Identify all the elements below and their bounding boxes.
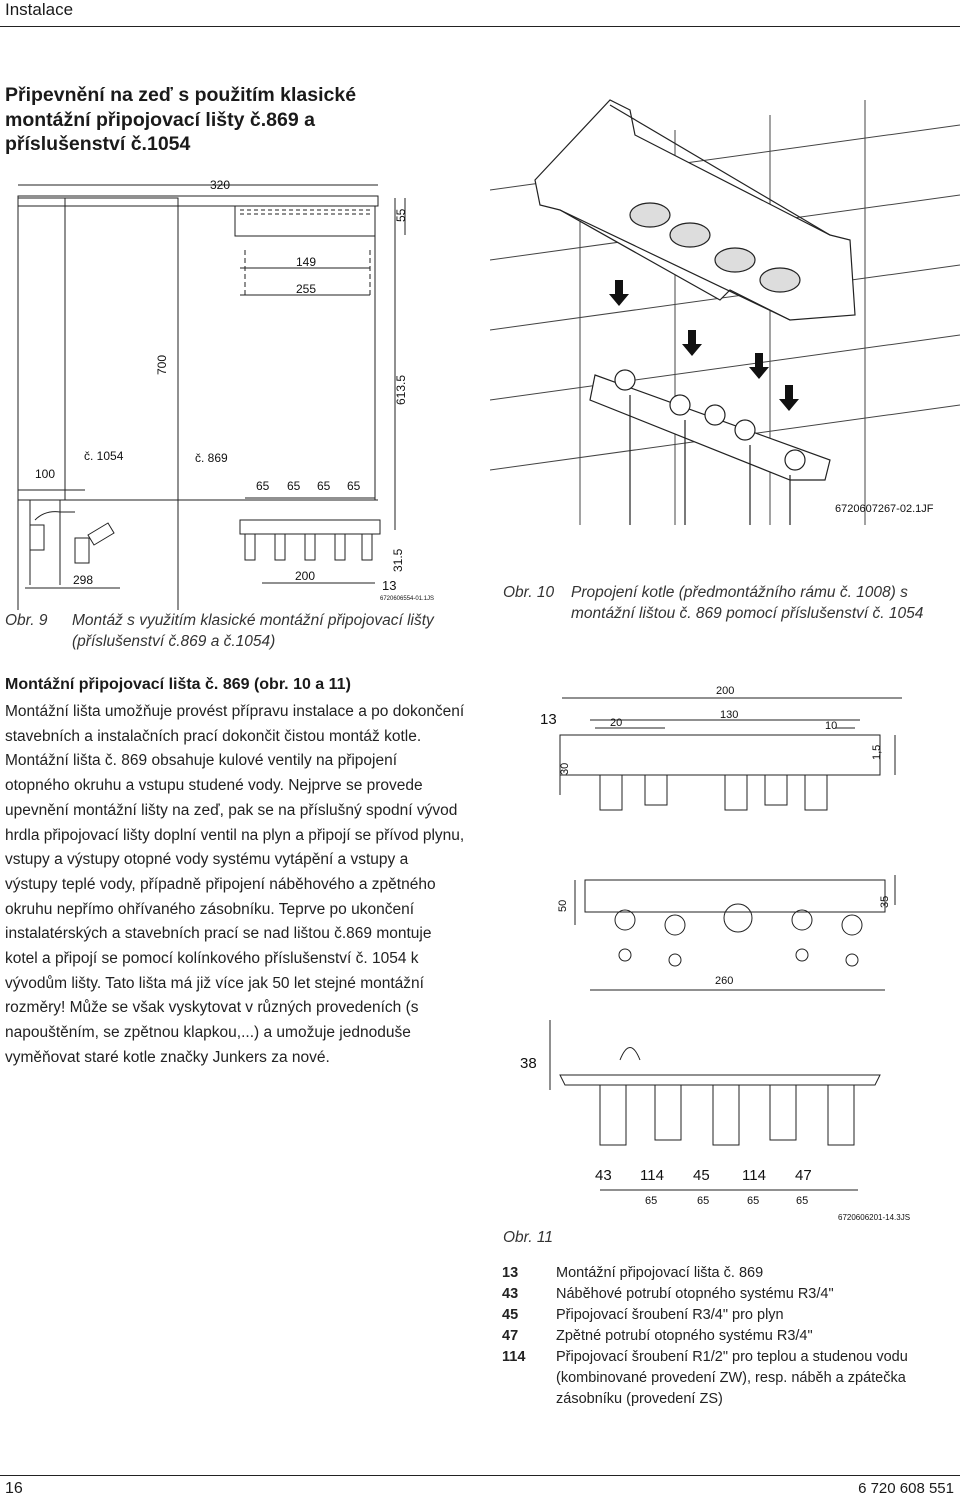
dim-130: 130 xyxy=(720,709,738,721)
elbow-fittings xyxy=(29,511,115,564)
dim-30: 30 xyxy=(559,763,571,775)
mount-arrows xyxy=(609,280,799,411)
part-47: 47 xyxy=(795,1167,812,1184)
dim-255: 255 xyxy=(296,282,316,296)
dim-50: 50 xyxy=(557,900,569,912)
spacing-65-c: 65 xyxy=(747,1195,759,1207)
legend-row: 45 Připojovací šroubení R3/4" pro plyn xyxy=(502,1305,957,1326)
dim-700: 700 xyxy=(155,355,169,375)
legend-key: 114 xyxy=(502,1349,526,1365)
legend-text: Montážní připojovací lišta č. 869 xyxy=(556,1265,764,1281)
front-view-valves xyxy=(614,903,863,967)
dim-55: 55 xyxy=(394,208,408,222)
dim-200: 200 xyxy=(295,569,315,583)
footer-rule xyxy=(0,1475,960,1476)
dim-13: 13 xyxy=(540,711,557,728)
legend-key: 13 xyxy=(502,1265,519,1281)
dim-65-c: 65 xyxy=(317,479,331,493)
figure-10-code: 6720607267-02.1JF xyxy=(835,503,934,515)
figure-11-caption: Obr. 11 xyxy=(503,1229,553,1246)
part-43: 43 xyxy=(595,1167,612,1184)
dim-298: 298 xyxy=(73,573,93,587)
bottom-view-fittings xyxy=(599,1084,855,1146)
bar-bottom-view xyxy=(559,1074,881,1086)
running-header: Instalace xyxy=(5,0,74,19)
figure-9-caption: Obr. 9 Montáž s využitím klasické montáž… xyxy=(5,610,475,660)
figure-10-number: Obr. 10 xyxy=(503,584,555,601)
premount-frame xyxy=(534,99,856,321)
dim-13: 13 xyxy=(382,578,396,593)
figure-10-caption: Obr. 10 Propojení kotle (předmontážního … xyxy=(503,582,958,652)
legend-key: 43 xyxy=(502,1286,519,1302)
legend-key: 45 xyxy=(502,1307,519,1323)
document-number: 6 720 608 551 xyxy=(858,1480,954,1497)
flex-hoses xyxy=(629,202,801,293)
part-114-b: 114 xyxy=(742,1167,766,1184)
boiler-top xyxy=(17,195,379,207)
bar-top-view xyxy=(559,734,881,776)
figure-legend: 13 Montážní připojovací lišta č. 869 43 Ná… xyxy=(502,1263,957,1410)
legend-row: 43 Náběhové potrubí otopného systému R3/4… xyxy=(502,1284,957,1305)
dim-320: 320 xyxy=(210,178,230,192)
dim-100: 100 xyxy=(35,467,55,481)
legend-text: Náběhové potrubí otopného systému R3/4" xyxy=(556,1286,834,1302)
dim-20: 20 xyxy=(610,717,622,729)
dim-35: 35 xyxy=(879,896,891,908)
dim-260: 260 xyxy=(715,975,733,987)
figure-9-number: Obr. 9 xyxy=(5,612,48,629)
dim-200: 200 xyxy=(716,685,734,697)
figure-9-caption-text: Montáž s využitím klasické montážní přip… xyxy=(72,612,434,650)
dim-65-a: 65 xyxy=(256,479,270,493)
boiler-outline xyxy=(17,197,179,610)
dim-1-5: 1,5 xyxy=(871,745,883,760)
body-paragraph: Montážní lišta umožňuje provést přípravu… xyxy=(5,703,465,1066)
figure-10-drawing: 6720607267-02.1JF xyxy=(490,99,960,525)
spacing-65-b: 65 xyxy=(697,1195,709,1207)
bar-front-view xyxy=(584,879,886,913)
dim-149: 149 xyxy=(296,255,316,269)
top-view-valves xyxy=(599,774,828,811)
dim-65-b: 65 xyxy=(287,479,301,493)
legend-text: Připojovací šroubení R3/4" pro plyn xyxy=(556,1307,784,1323)
section-title: Připevnění na zeď s použitím klasické mo… xyxy=(5,84,357,155)
figure-10-caption-text: Propojení kotle (předmontážního rámu č. … xyxy=(571,584,924,622)
legend-row: 114 Připojovací šroubení R1/2" pro teplou… xyxy=(502,1347,957,1410)
spacing-65-d: 65 xyxy=(796,1195,808,1207)
figure-9-drawing: 320 55 149 255 700 613.5 100 č. 1054 č. … xyxy=(17,178,434,610)
legend-text: Připojovací šroubení R1/2" pro teplou a … xyxy=(556,1349,908,1407)
part-45: 45 xyxy=(693,1167,710,1184)
part-114-a: 114 xyxy=(640,1167,664,1184)
page-number: 16 xyxy=(5,1480,23,1497)
spacing-65-a: 65 xyxy=(645,1195,657,1207)
label-c869: č. 869 xyxy=(195,451,228,465)
legend-row: 47 Zpětné potrubí otopného systému R3/4" xyxy=(502,1326,957,1347)
mounting-bar-869 xyxy=(589,369,831,525)
dim-38: 38 xyxy=(520,1055,537,1072)
dim-65-d: 65 xyxy=(347,479,361,493)
legend-row: 13 Montážní připojovací lišta č. 869 xyxy=(502,1263,957,1284)
figure-11-drawing: 200 13 20 130 10 30 1,5 50 35 260 38 43 … xyxy=(520,685,910,1222)
subheading: Montážní připojovací lišta č. 869 (obr. … xyxy=(5,676,351,693)
label-c1054: č. 1054 xyxy=(84,449,124,463)
figure-11-code: 6720606201-14.3JS xyxy=(838,1213,910,1222)
connection-bar xyxy=(239,519,381,561)
dim-10: 10 xyxy=(825,720,837,732)
figure-9-code: 6720606554-01.1JS xyxy=(380,596,434,602)
header-rule xyxy=(0,26,960,27)
legend-text: Zpětné potrubí otopného systému R3/4" xyxy=(556,1328,813,1344)
dim-613-5: 613.5 xyxy=(394,375,408,405)
dim-31-5: 31.5 xyxy=(391,548,405,572)
legend-key: 47 xyxy=(502,1328,519,1344)
